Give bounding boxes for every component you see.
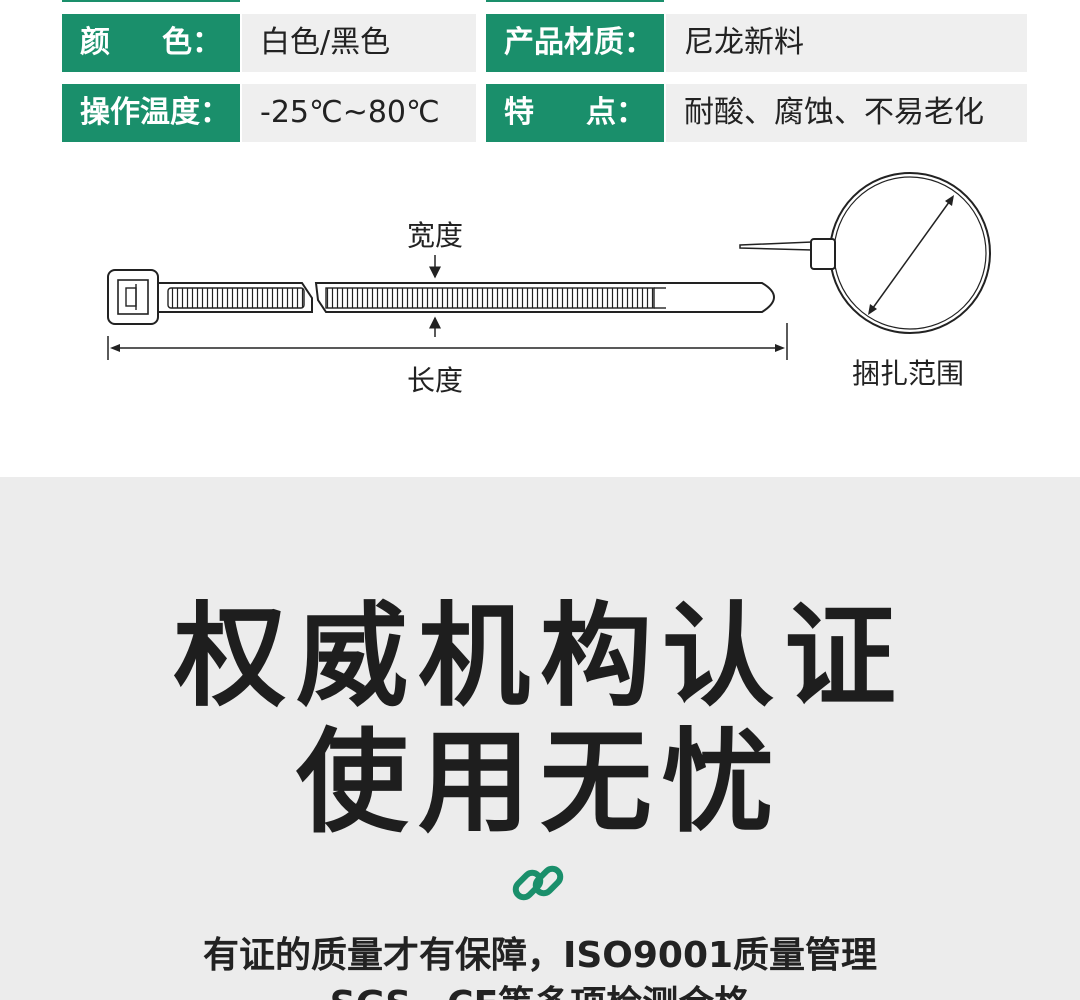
spec-label-color-part1: 颜 (80, 25, 110, 60)
spec-label-temperature-text: 操作温度： (80, 95, 230, 130)
cert-title-line1: 权威机构认证 (174, 592, 906, 722)
spec-top-border-right (486, 0, 664, 2)
bundle-range-illustration (739, 172, 991, 334)
cable-tie-diagram (107, 172, 991, 360)
spec-value-material: 尼龙新料 (666, 14, 1027, 72)
spec-label-color-part2: 色： (162, 25, 222, 60)
width-label: 宽度 (407, 219, 464, 252)
length-label: 长度 (407, 364, 464, 397)
link-icon (512, 865, 564, 901)
length-dimension-line (107, 323, 788, 360)
spec-label-temperature: 操作温度： (62, 84, 240, 142)
spec-value-temperature: -25℃~80℃ (242, 84, 476, 142)
spec-label-features: 特 点： (486, 84, 664, 142)
bundle-range-label: 捆扎范围 (852, 357, 965, 390)
spec-label-features-part2: 点： (586, 95, 646, 130)
spec-value-features: 耐酸、腐蚀、不易老化 (666, 84, 1027, 142)
spec-label-color: 颜 色： (62, 14, 240, 72)
cert-description-line1: 有证的质量才有保障，ISO9001质量管理 (202, 935, 878, 976)
spec-label-material: 产品材质： (486, 14, 664, 72)
cert-description-line2: SGS、CE等多项检测合格 (0, 982, 1080, 1000)
spec-value-color: 白色/黑色 (242, 14, 476, 72)
cert-title-line2: 使用无忧 (296, 718, 784, 848)
spec-label-features-part1: 特 (504, 95, 534, 130)
spec-top-border-left (62, 0, 240, 2)
cable-tie-strap (157, 282, 775, 313)
cable-tie-head (107, 269, 159, 325)
certification-section: 权威机构认证 使用无忧 有证的质量才有保障，ISO9001质量管理 SGS、CE… (0, 477, 1080, 1000)
spec-label-material-text: 产品材质： (504, 25, 654, 60)
